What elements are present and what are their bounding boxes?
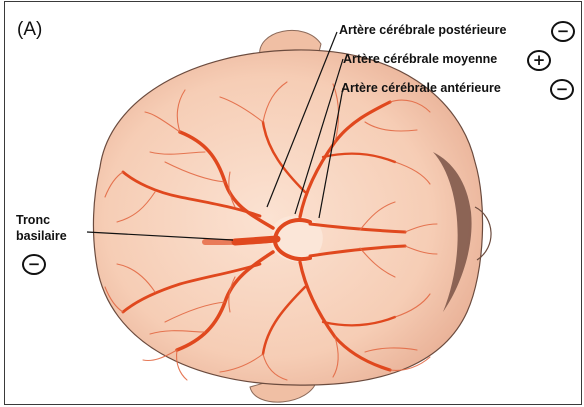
- minus-sign-basilar: −: [22, 254, 46, 275]
- label-anterior-cerebral-artery: Artère cérébrale antérieure: [341, 81, 501, 96]
- label-middle-cerebral-artery: Artère cérébrale moyenne: [343, 52, 497, 67]
- panel-label: (A): [17, 19, 42, 41]
- figure-frame: (A) Artère cérébrale postérieure − Artèr…: [4, 1, 582, 405]
- label-posterior-cerebral-artery: Artère cérébrale postérieure: [339, 23, 506, 38]
- plus-sign-middle: +: [527, 50, 551, 71]
- minus-sign-anterior: −: [550, 79, 574, 100]
- minus-sign-posterior: −: [551, 21, 575, 42]
- label-basilar-line1: Tronc: [16, 213, 50, 228]
- label-basilar-line2: basilaire: [16, 229, 67, 244]
